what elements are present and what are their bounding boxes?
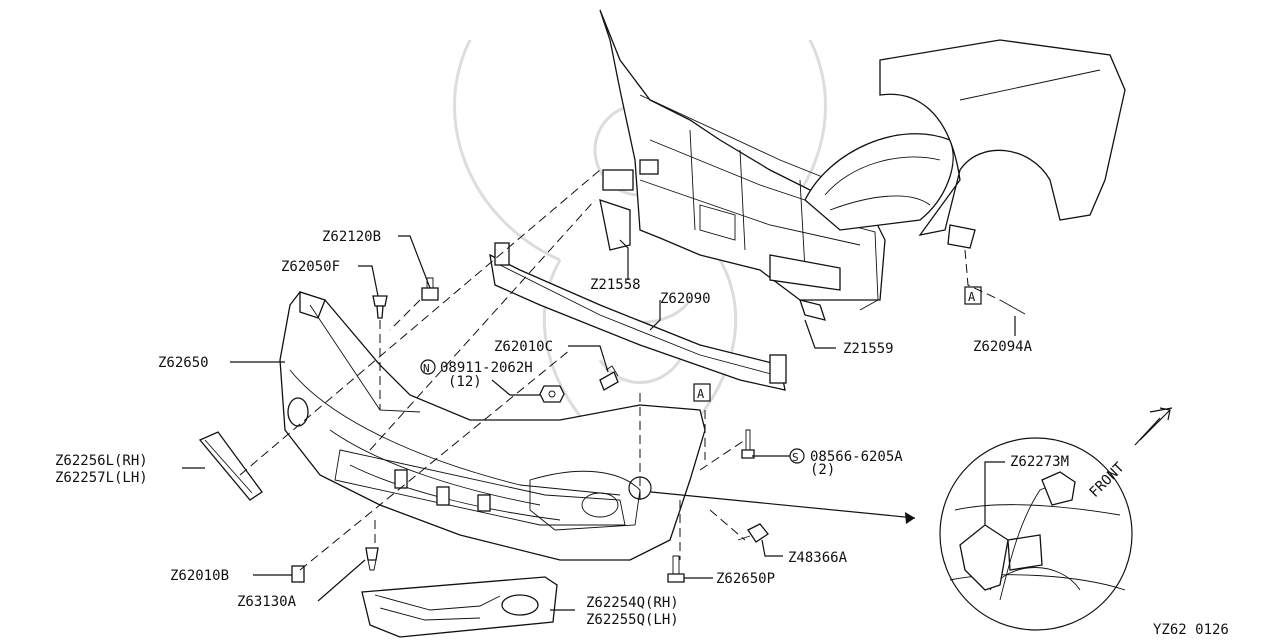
label-08911-qty: (12) (448, 374, 482, 390)
label-z62010c: Z62010C (494, 339, 553, 355)
label-z62120b: Z62120B (322, 229, 381, 245)
label-08566-qty: (2) (810, 462, 835, 478)
s-marker-circle (789, 448, 805, 464)
side-reflector (198, 431, 263, 501)
leader-lines (182, 235, 1016, 611)
label-z62010b: Z62010B (170, 568, 229, 584)
label-z48366a: Z48366A (788, 550, 848, 566)
headlamp (804, 133, 954, 231)
svg-text:A: A (968, 290, 976, 304)
figure-code: YZ62 0126 (1153, 622, 1229, 638)
label-z62255q-lh: Z62255Q(LH) (586, 612, 679, 628)
n-marker-symbol: N (423, 362, 430, 375)
label-z63130a: Z63130A (237, 594, 297, 610)
label-z62050f: Z62050F (281, 259, 340, 275)
front-bumper-fascia (279, 291, 706, 561)
screw-08566 (741, 429, 755, 459)
bolt-z62120b (421, 277, 439, 301)
label-z62257l-lh: Z62257L(LH) (55, 470, 148, 486)
bumper-reinforcement (489, 242, 787, 391)
label-08566-6205a: 08566-6205A (810, 449, 903, 465)
front-direction-arrow (1134, 407, 1173, 446)
nut-z62010b (291, 565, 305, 583)
n-marker-circle (420, 359, 436, 375)
radiator-core-support (599, 9, 886, 321)
clip-z62050f (372, 295, 388, 319)
clip-z63130a (365, 547, 379, 571)
front-fender (879, 39, 1126, 249)
fog-lamp-finisher (361, 576, 558, 638)
fasteners (291, 277, 1026, 583)
label-z62094a: Z62094A (973, 339, 1033, 355)
part-labels: Z62120B Z62050F Z62650 Z21558 Z62090 Z21… (55, 229, 1229, 638)
svg-text:A: A (697, 387, 705, 401)
s-marker-symbol: S (792, 451, 799, 464)
bolt-z48366a (737, 523, 769, 543)
label-z62256l-rh: Z62256L(RH) (55, 453, 148, 469)
assembly-lines (239, 169, 1001, 571)
label-z62650: Z62650 (158, 355, 209, 371)
label-08911-2062h: 08911-2062H (440, 360, 533, 376)
ref-marker-a-lower: A (693, 383, 711, 402)
label-z62650p: Z62650P (716, 571, 775, 587)
label-z21559: Z21559 (843, 341, 894, 357)
screw-z62010c (599, 365, 619, 391)
label-z62273m: Z62273M (1010, 454, 1069, 470)
label-z62090: Z62090 (660, 291, 711, 307)
front-label: FRONT (1087, 459, 1129, 501)
ref-marker-a-upper: A (964, 286, 982, 305)
label-z62254q-rh: Z62254Q(RH) (586, 595, 679, 611)
harness-z62094a (999, 299, 1026, 315)
label-z21558: Z21558 (590, 277, 641, 293)
nut-08911 (539, 385, 565, 403)
screw-z62650p (667, 555, 685, 583)
detail-callout (628, 437, 1133, 631)
